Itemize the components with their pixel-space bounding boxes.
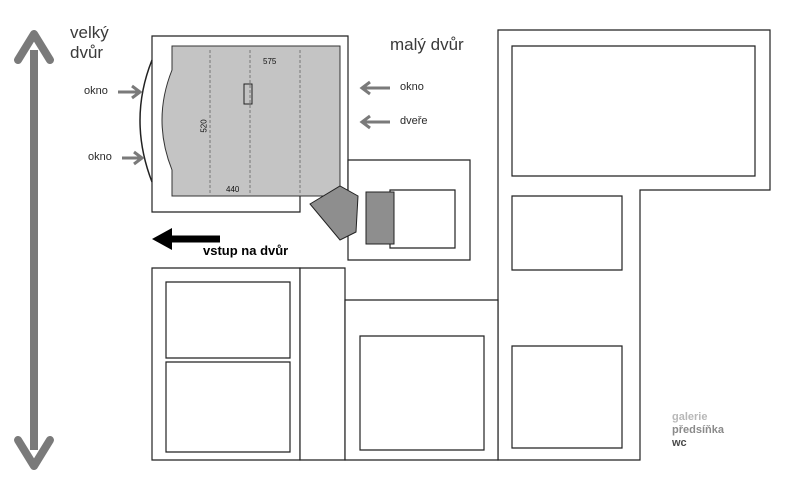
- window-label-top: okno: [84, 85, 108, 97]
- legend-wc: wc: [672, 437, 687, 449]
- pointer-arrows: [118, 80, 390, 166]
- bay-window: [139, 59, 153, 183]
- legend: galerie předsíňka wc: [672, 412, 724, 449]
- hallway-area: [309, 185, 359, 241]
- window-label-right: okno: [400, 81, 424, 93]
- window-label-bottom: okno: [88, 151, 112, 163]
- dimension-bottom: 440: [226, 185, 240, 194]
- big-courtyard-label-line2: dvůr: [70, 43, 104, 62]
- big-courtyard-label-line1: velký: [70, 23, 109, 42]
- dimension-top: 575: [263, 57, 277, 66]
- legend-gallery: galerie: [672, 411, 708, 423]
- gallery-fixture: [243, 83, 253, 105]
- entry-label: vstup na dvůr: [203, 243, 289, 258]
- courtyard-extent-arrow: [14, 30, 54, 470]
- wc-area: [365, 191, 395, 245]
- dimension-side: 520: [199, 119, 209, 133]
- gallery-area: [161, 45, 341, 197]
- legend-hallway: předsíňka: [672, 424, 724, 436]
- door-label: dveře: [400, 115, 428, 127]
- entry-arrow: [152, 228, 220, 250]
- gallery-dimension-lines: [209, 50, 301, 194]
- small-courtyard-label: malý dvůr: [390, 35, 464, 54]
